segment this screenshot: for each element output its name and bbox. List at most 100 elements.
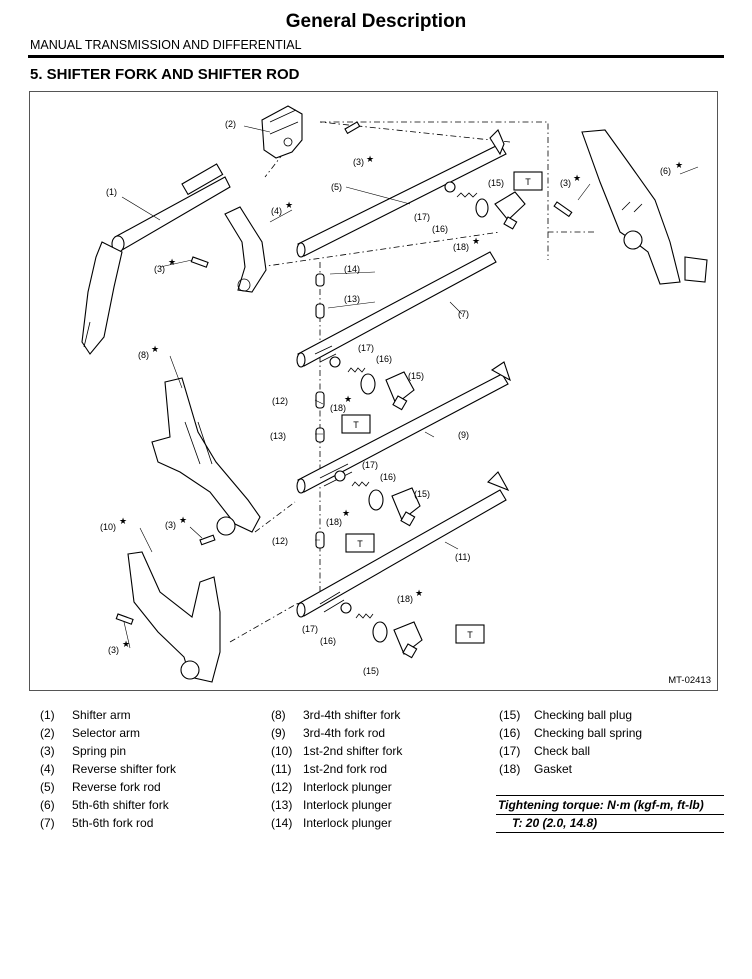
spring-pin (190, 256, 209, 268)
callout-3: (3) (108, 645, 119, 655)
check-ball-assembly (329, 356, 415, 411)
5th-6th-fork-rod (296, 251, 497, 368)
legend-item: (18)Gasket (499, 760, 642, 778)
interlock-plunger (315, 273, 325, 287)
legend-number: (3) (40, 744, 55, 758)
legend-number: (14) (271, 816, 293, 830)
legend-number: (2) (40, 726, 55, 740)
callout-3: (3) (165, 520, 176, 530)
legend-number: (5) (40, 780, 55, 794)
callout-12: (12) (272, 396, 288, 406)
legend-item: (17)Check ball (499, 742, 642, 760)
torque-marker: T (345, 533, 375, 553)
torque-rule-bottom (496, 832, 724, 833)
legend-item: (3)Spring pin (40, 742, 176, 760)
callout-18: (18) (326, 517, 342, 527)
interlock-plunger (315, 391, 325, 409)
interlock-plunger (315, 303, 325, 319)
reverse-shifter-fork (224, 206, 267, 293)
callout-17: (17) (414, 212, 430, 222)
legend-number: (6) (40, 798, 55, 812)
legend-label: Shifter arm (72, 708, 131, 722)
callout-5: (5) (331, 182, 342, 192)
legend-number: (7) (40, 816, 55, 830)
assembly-guide-line (254, 501, 296, 533)
legend-item: (1) Shifter arm (40, 706, 176, 724)
star-mark: ★ (285, 200, 293, 210)
legend-label: 1st-2nd shifter fork (303, 744, 403, 758)
exploded-diagram-drawing: T T T T (1) (2) (3) ★ (3) ★ (3) ★ (3) ★ … (81, 105, 708, 683)
star-mark: ★ (168, 257, 176, 267)
callout-16: (16) (432, 224, 448, 234)
legend-label: Gasket (534, 762, 573, 776)
torque-marker-label: T (357, 539, 363, 549)
callout-9: (9) (458, 430, 469, 440)
callout-4: (4) (271, 206, 282, 216)
legend-label: Checking ball plug (534, 708, 633, 722)
3rd-4th-shifter-fork (151, 377, 261, 536)
torque-marker-label: T (353, 420, 359, 430)
legend-label: Reverse shifter fork (72, 762, 177, 776)
legend-number: (8) (271, 708, 286, 722)
legend-item: (13)Interlock plunger (271, 796, 402, 814)
page-title: General Description (285, 11, 467, 32)
legend-label: Reverse fork rod (72, 780, 161, 794)
spring-pin (115, 613, 134, 625)
callout-3: (3) (154, 264, 165, 274)
check-ball-assembly (334, 470, 421, 527)
legend-column-2: (8) 3rd-4th shifter fork (9)3rd-4th fork … (271, 706, 402, 832)
callout-13: (13) (344, 294, 360, 304)
star-mark: ★ (573, 173, 581, 183)
legend-number: (11) (271, 762, 292, 776)
legend-item: (9)3rd-4th fork rod (271, 724, 402, 742)
legend-number: (4) (40, 762, 55, 776)
legend-label: Interlock plunger (303, 780, 392, 794)
legend-item: (15)Checking ball plug (499, 706, 642, 724)
check-ball-assembly (444, 181, 526, 230)
3rd-4th-fork-rod (296, 361, 511, 494)
callout-16: (16) (320, 636, 336, 646)
legend-number: (1) (40, 708, 55, 722)
torque-marker: T (341, 414, 371, 434)
selector-arm (261, 105, 303, 159)
header-divider (28, 55, 724, 58)
callout-15: (15) (414, 489, 430, 499)
legend-number: (13) (271, 798, 293, 812)
legend-number: (10) (271, 744, 293, 758)
callout-13: (13) (270, 431, 286, 441)
legend-label: Selector arm (72, 726, 141, 740)
check-ball-assembly (340, 602, 423, 659)
torque-marker: T (513, 171, 543, 191)
assembly-guide-line (320, 121, 596, 260)
legend-label: 3rd-4th shifter fork (303, 708, 401, 722)
star-mark: ★ (122, 639, 130, 649)
legend-item: (10) 1st-2nd shifter fork (271, 742, 402, 760)
legend-label: 5th-6th fork rod (72, 816, 154, 830)
callout-2: (2) (225, 119, 236, 129)
spring-pin (199, 534, 216, 546)
legend-item: (14)Interlock plunger (271, 814, 402, 832)
legend-item: (8) 3rd-4th shifter fork (271, 706, 402, 724)
legend-item: (5) Reverse fork rod (40, 778, 176, 796)
legend-number: (12) (271, 780, 293, 794)
1st-2nd-shifter-fork (127, 551, 221, 683)
torque-rule-middle (496, 814, 724, 815)
figure-id: MT-02413 (668, 675, 711, 686)
callout-6: (6) (660, 166, 671, 176)
callout-11: (11) (455, 552, 470, 562)
torque-marker-label: T (525, 177, 531, 187)
exploded-diagram: T T T T (1) (2) (3) ★ (3) ★ (3) ★ (3) ★ … (29, 91, 718, 691)
torque-marker: T (455, 624, 485, 644)
callout-16: (16) (376, 354, 392, 364)
star-mark: ★ (366, 154, 374, 164)
torque-heading: Tightening torque: N·m (kgf-m, ft-lb) (498, 798, 704, 812)
shifter-arm (81, 163, 231, 355)
callout-1: (1) (106, 187, 117, 197)
manual-section-name: MANUAL TRANSMISSION AND DIFFERENTIAL (30, 38, 302, 52)
legend-item: (4) Reverse shifter fork (40, 760, 176, 778)
callout-12: (12) (272, 536, 288, 546)
spring-pin (553, 201, 573, 218)
legend-column-1: (1) Shifter arm (2) Selector arm (3)Spring… (40, 706, 176, 832)
callout-15: (15) (488, 178, 504, 188)
1st-2nd-fork-rod (296, 471, 510, 618)
